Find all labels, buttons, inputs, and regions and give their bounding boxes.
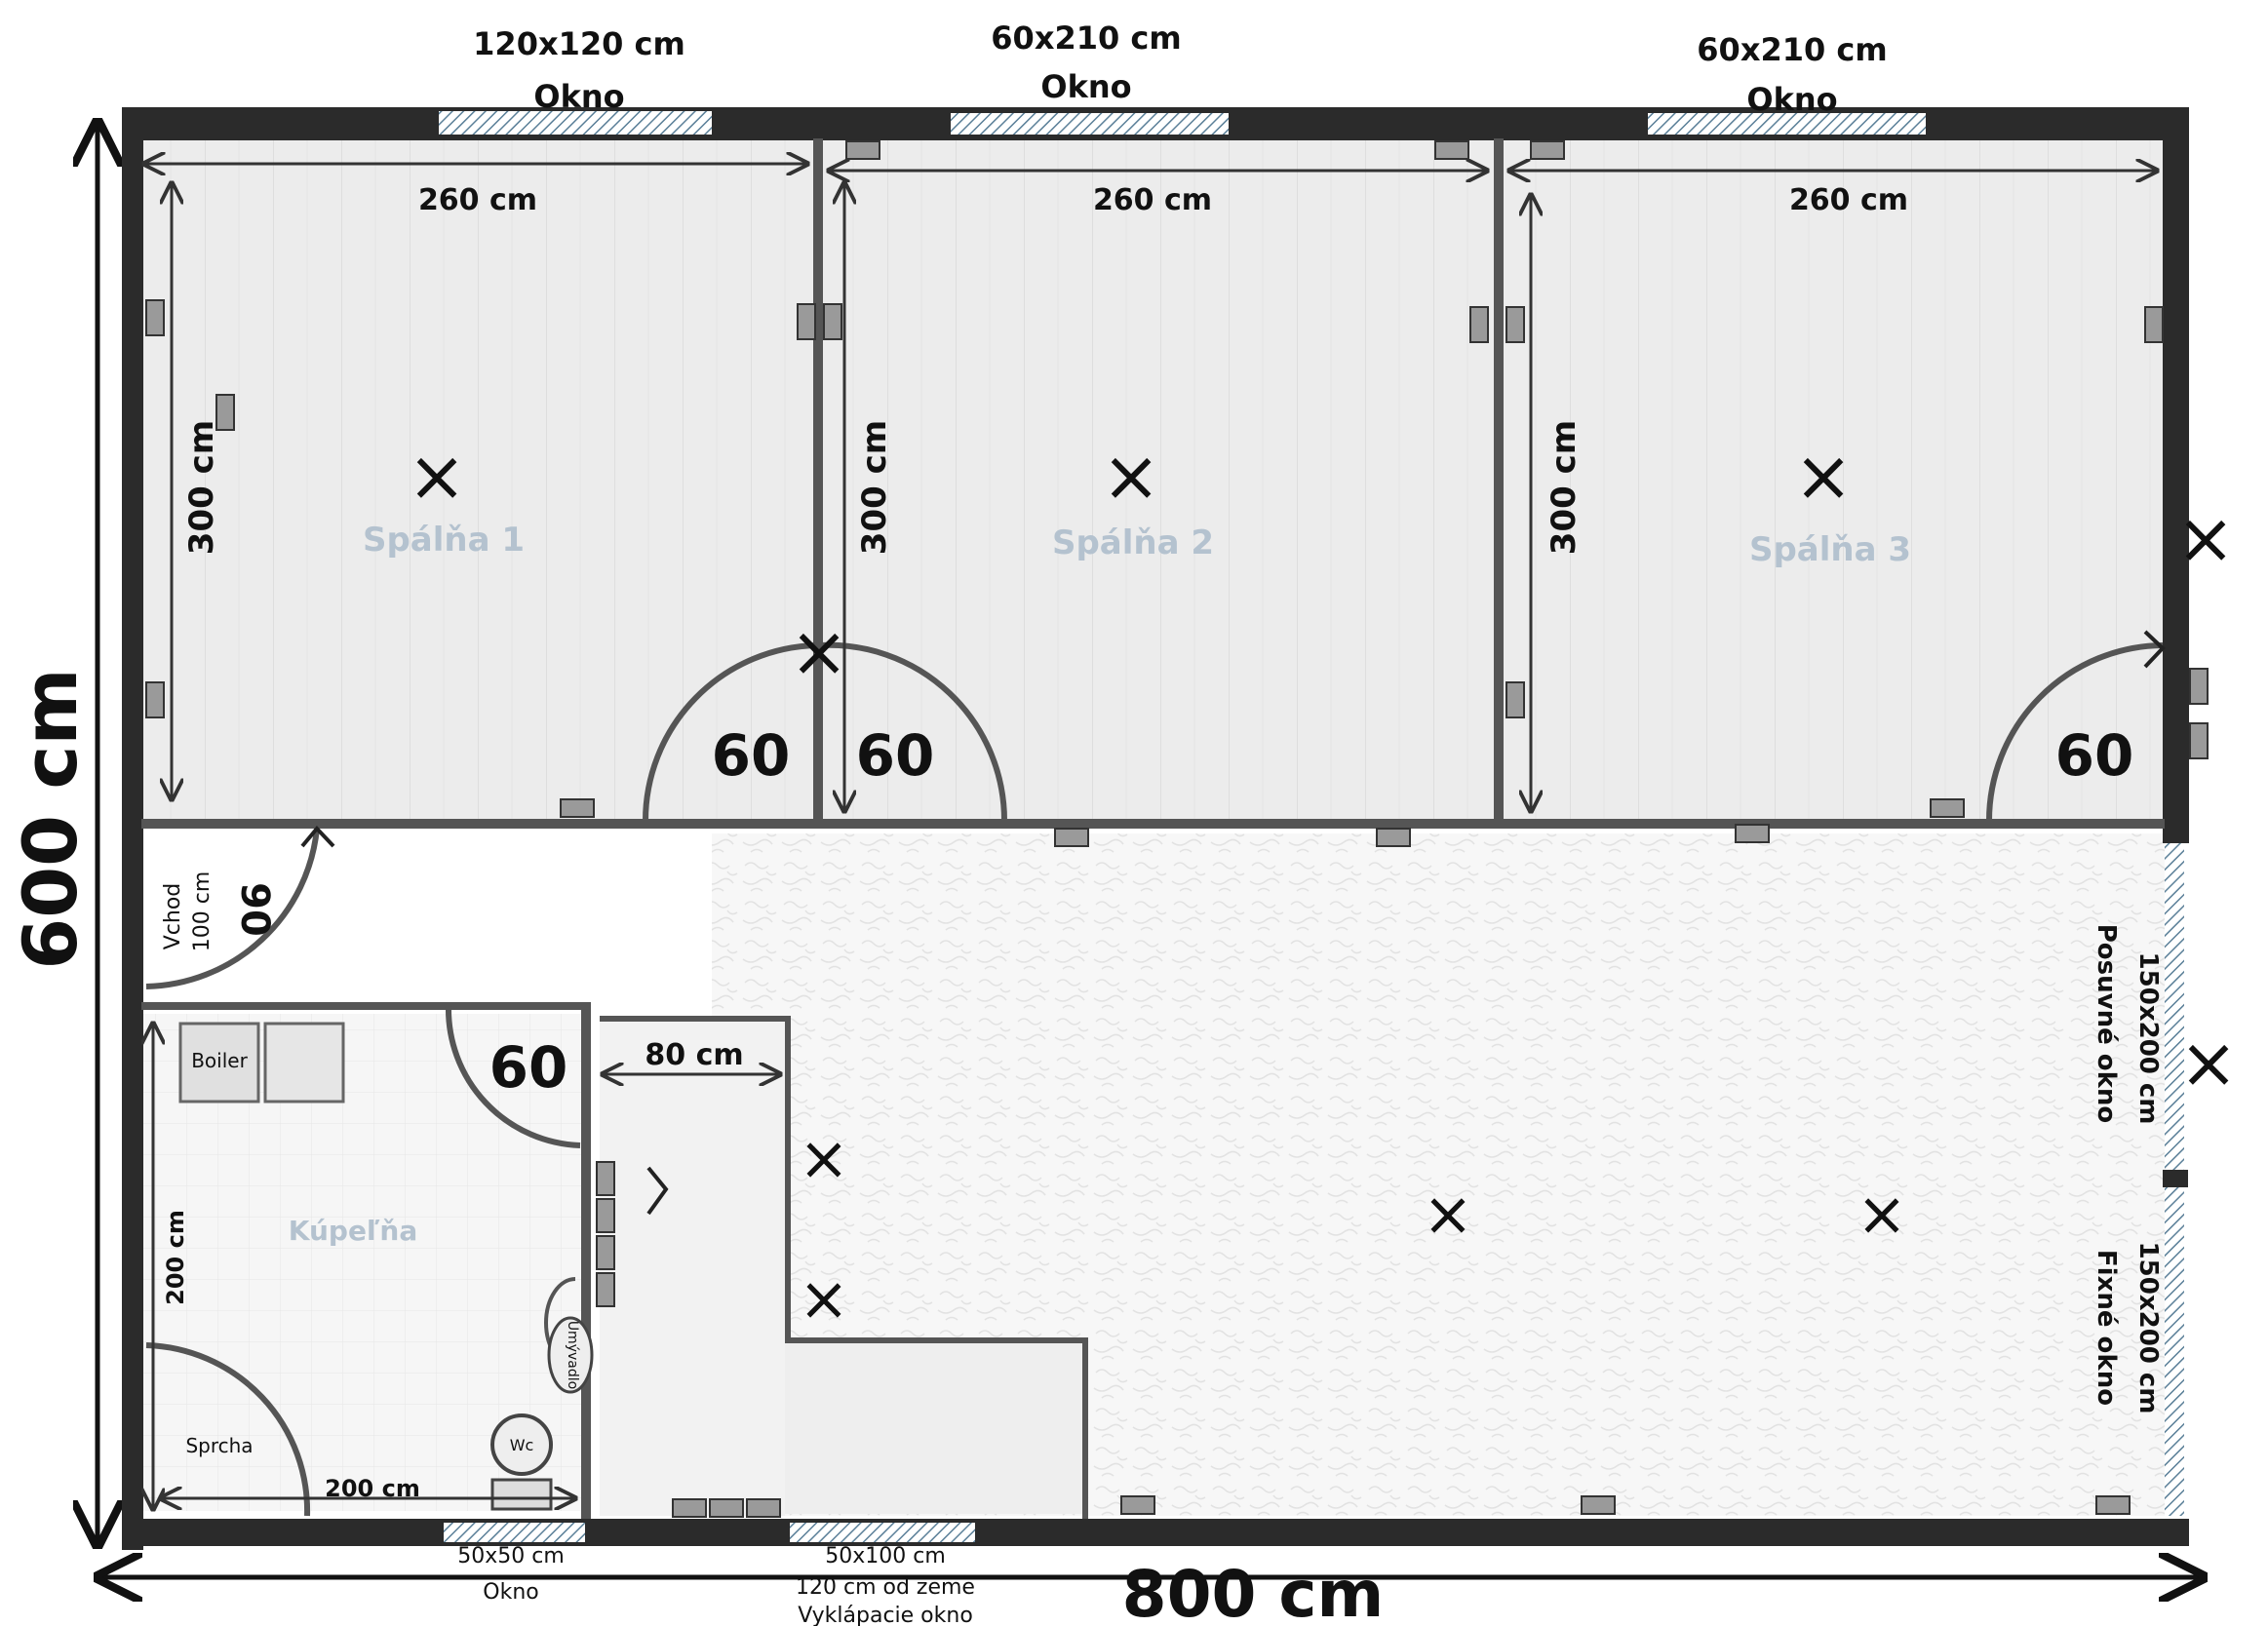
window-bedroom1-type: Okno [533,78,624,115]
sink-label: Umývadlo [565,1321,580,1389]
light-bedroom1: × [408,435,466,517]
window-corridor-type: Vyklápacie okno [798,1604,973,1626]
overall-height: 600 cm [7,668,94,969]
window-living-fixed [2165,1184,2184,1516]
window-corridor [790,1523,975,1542]
door-width-bathroom: 60 [489,1034,568,1101]
light-wall-living: × [2179,1022,2238,1103]
toilet-label: Wc [510,1436,534,1454]
boiler-label: Boiler [191,1049,248,1072]
window-bedroom3-type: Okno [1746,81,1837,118]
window-bedroom2-type: Okno [1040,68,1131,105]
window-bathroom [444,1523,585,1542]
window-bedroom2-size: 60x210 cm [991,19,1181,57]
window-living-fixed-size: 150x200 cm [2133,1242,2163,1414]
bedroom1-floor [137,138,819,819]
dim-bathroom-depth: 200 cm [162,1210,189,1305]
shower-label: Sprcha [185,1434,253,1457]
dim-bedroom1-width: 260 cm [418,183,537,217]
window-bathroom-type: Okno [483,1580,538,1605]
light-living-2: × [1857,1179,1907,1250]
light-living-1: × [1423,1179,1473,1250]
window-bedroom3-size: 60x210 cm [1697,31,1887,68]
light-bedroom3: × [1794,435,1853,517]
window-bedroom1-size: 120x120 cm [473,25,685,62]
dim-bedroom3-depth: 300 cm [1545,420,1584,555]
dim-bedroom1-depth: 300 cm [182,420,221,555]
bedroom3-floor [1502,138,2165,819]
room-label-bedroom2: Spálňa 2 [1052,523,1214,562]
bedroom2-floor [819,138,1502,819]
room-label-bathroom: Kúpeľňa [289,1215,417,1247]
boiler [178,1022,260,1103]
light-bedroom2: × [1102,435,1160,517]
door-swings [145,641,2164,1517]
entrance-height: 100 cm [190,871,215,952]
light-door-bedroom12: × [790,610,848,692]
kitchen-floor [785,1340,1087,1514]
light-corridor-1: × [799,1123,849,1194]
dim-corridor-width: 80 cm [645,1038,743,1072]
window-corridor-note: 120 cm od zeme [796,1575,975,1600]
window-living-sliding-size: 150x200 cm [2133,952,2163,1125]
toilet-bowl [490,1413,553,1476]
dim-bedroom2-depth: 300 cm [855,420,894,555]
overall-dimension-lines [98,122,2204,1577]
room-label-bedroom3: Spálňa 3 [1749,530,1911,569]
dimension-lines [144,164,2157,1509]
window-living-sliding [2165,843,2184,1175]
room-label-bedroom1: Spálňa 1 [363,521,525,560]
window-living-sliding-type: Posuvné okno [2092,924,2121,1124]
window-bedroom3 [1648,113,1926,135]
window-bedroom1 [439,111,712,135]
door-width-bedroom1: 60 [712,722,791,789]
corridor-floor [600,1019,785,1516]
entrance-door-width: 90 [232,882,277,937]
toilet-tank [490,1478,553,1511]
door-width-bedroom3: 60 [2055,722,2134,789]
outlets [145,140,2209,1518]
dim-bathroom-width: 200 cm [325,1475,420,1502]
interior-walls [141,138,2165,1519]
light-corridor-2: × [799,1263,849,1335]
dim-bedroom3-width: 260 cm [1789,183,1908,217]
window-bathroom-size: 50x50 cm [457,1544,565,1568]
window-corridor-size: 50x100 cm [825,1544,946,1568]
overall-width: 800 cm [1122,1557,1385,1626]
dim-bedroom2-width: 260 cm [1093,183,1212,217]
light-wall-bedroom3: × [2176,497,2235,579]
door-arrows [300,630,2166,1216]
sink [547,1316,594,1394]
boiler-unit [263,1022,345,1103]
entrance-label: Vchod [161,883,185,950]
window-bedroom2 [951,113,1229,135]
door-width-bedroom2: 60 [856,722,935,789]
window-living-fixed-type: Fixné okno [2092,1250,2121,1406]
